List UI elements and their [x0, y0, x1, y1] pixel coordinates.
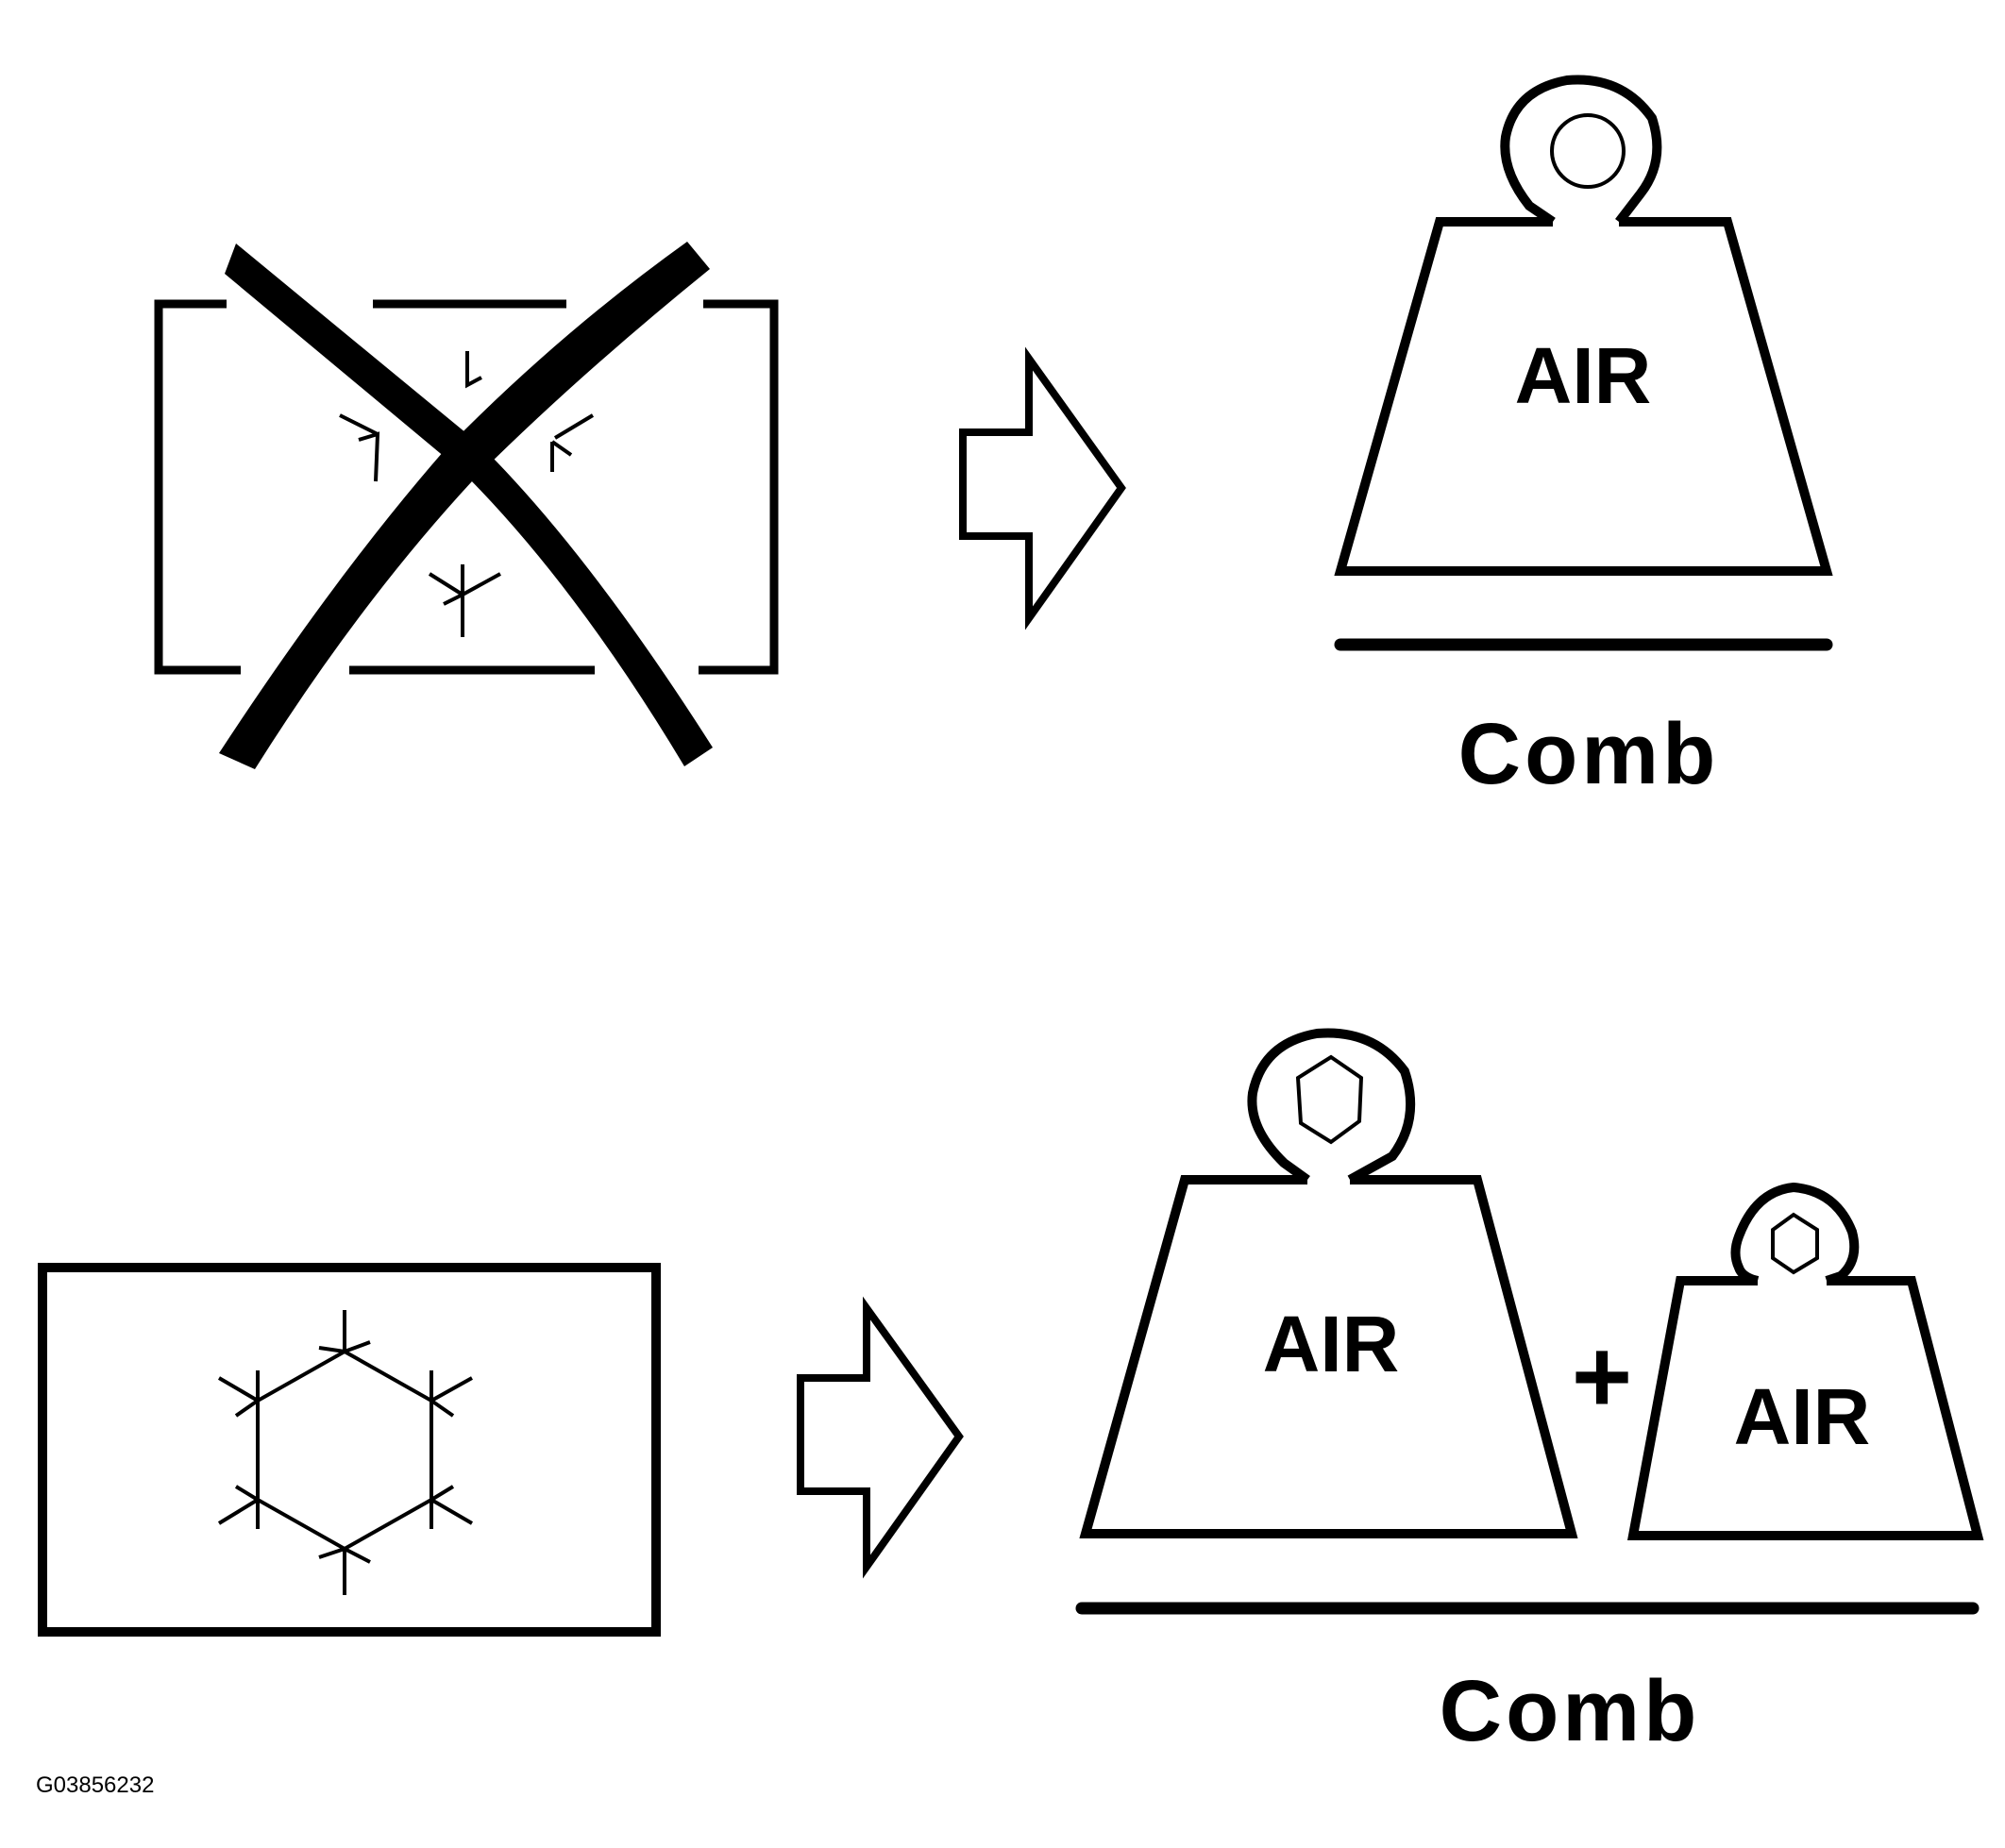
arrow-right-icon-top [959, 346, 1126, 630]
arrow-right-icon-bottom [797, 1296, 964, 1579]
frost-box-outline [154, 299, 779, 675]
comb-label-bottom: Comb [1440, 1663, 1701, 1759]
weight-air-large: AIR [1079, 1028, 1578, 1538]
snowflake-box [38, 1263, 661, 1637]
weight-air-top: AIR [1334, 75, 1833, 576]
weight-large-label: AIR [1263, 1300, 1400, 1388]
weight-label: AIR [1515, 331, 1652, 420]
snowflake-box-outline [38, 1263, 661, 1637]
figure-code: G03856232 [36, 1772, 154, 1798]
snowflake-icon [217, 1310, 474, 1595]
ice-crystal-marks [339, 351, 595, 637]
weight-air-small: AIR [1626, 1182, 1984, 1540]
plus-sign: + [1572, 1319, 1632, 1435]
weight-small-label: AIR [1734, 1372, 1871, 1461]
frost-box-crossed [154, 242, 779, 769]
cross-out-icon [219, 242, 713, 769]
comb-label-top: Comb [1458, 706, 1720, 802]
